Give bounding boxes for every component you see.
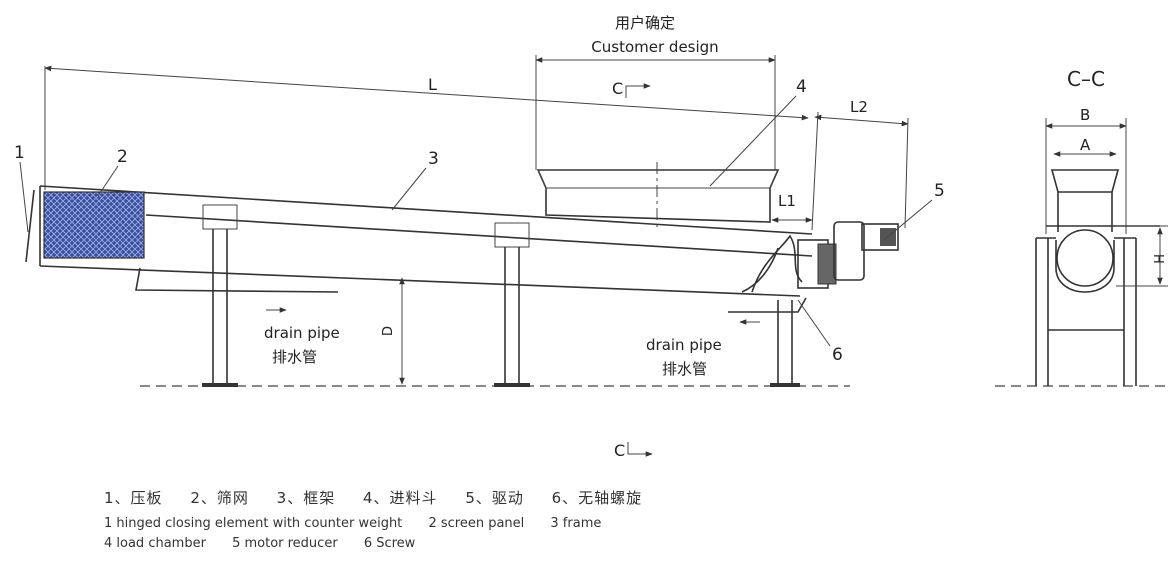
drain-pipe-right bbox=[728, 297, 807, 313]
legend-cn-row: 1、压板 2、筛网 3、框架 4、进料斗 5、驱动 6、无轴螺旋 bbox=[104, 487, 724, 508]
support-foot bbox=[202, 383, 238, 387]
reducer-block bbox=[817, 243, 837, 285]
legend-en-item: 4 load chamber bbox=[104, 536, 206, 551]
screw-flight bbox=[751, 234, 803, 293]
length-dimension-L bbox=[44, 65, 809, 121]
support-foot bbox=[494, 383, 530, 387]
legend-en-item: 3 frame bbox=[550, 516, 602, 531]
drain-left-en: drain pipe bbox=[264, 324, 340, 342]
section-hopper bbox=[1050, 169, 1120, 193]
leader-line bbox=[391, 167, 427, 211]
hopper-edge bbox=[769, 169, 779, 189]
legend-en-item: 2 screen panel bbox=[428, 516, 525, 531]
legend-en-item: 5 motor reducer bbox=[232, 536, 338, 551]
extension-line bbox=[811, 111, 819, 231]
leader-line bbox=[797, 299, 831, 347]
section-trough bbox=[1055, 240, 1115, 293]
section-legs bbox=[1035, 238, 1137, 386]
leader-line bbox=[883, 199, 933, 241]
dim-L2: L2 bbox=[850, 98, 868, 116]
callout-5: 5 bbox=[934, 181, 945, 201]
header-cn: 用户确定 bbox=[615, 14, 675, 32]
motor bbox=[861, 223, 899, 251]
leader-line bbox=[709, 95, 797, 187]
callout-4: 4 bbox=[796, 77, 807, 97]
section-arrow-bottom bbox=[627, 442, 653, 457]
callout-1: 1 bbox=[14, 143, 25, 163]
section-title: C–C bbox=[1067, 67, 1105, 91]
section-mark-top: C bbox=[612, 79, 623, 98]
leader-line bbox=[97, 165, 119, 197]
dim-D: D bbox=[381, 326, 396, 336]
legend-cn-item: 1、压板 bbox=[104, 489, 163, 507]
section-screw-circle bbox=[1056, 229, 1114, 287]
drain-left-cn: 排水管 bbox=[272, 348, 317, 366]
legend-en-row-1: 1 hinged closing element with counter we… bbox=[104, 516, 724, 531]
legend-en-item: 1 hinged closing element with counter we… bbox=[104, 516, 403, 531]
frame-top-edge bbox=[39, 185, 813, 235]
dim-L1: L1 bbox=[778, 192, 796, 210]
callout-3: 3 bbox=[428, 149, 439, 169]
hopper-edge bbox=[537, 169, 547, 189]
dim-B: B bbox=[1080, 106, 1090, 124]
drain-pipe-left bbox=[135, 267, 339, 293]
frame-bottom-edge bbox=[39, 265, 801, 297]
support-bracket bbox=[202, 204, 238, 230]
legend-cn-item: 4、进料斗 bbox=[362, 489, 438, 507]
dim-H: H bbox=[1150, 254, 1165, 264]
parts-legend: 1、压板 2、筛网 3、框架 4、进料斗 5、驱动 6、无轴螺旋 1 hinge… bbox=[104, 487, 724, 556]
extension-line bbox=[904, 117, 909, 229]
section-arrow-top bbox=[625, 83, 651, 98]
legend-cn-item: 2、筛网 bbox=[190, 489, 249, 507]
screw-flight bbox=[741, 247, 779, 293]
length-dimension-L2 bbox=[814, 114, 909, 127]
leader-line bbox=[19, 161, 29, 233]
support-foot bbox=[770, 383, 800, 387]
legend-cn-item: 6、无轴螺旋 bbox=[551, 489, 643, 507]
section-mark-bottom: C bbox=[614, 441, 625, 460]
dim-L: L bbox=[428, 75, 437, 94]
load-chamber bbox=[536, 169, 780, 223]
callout-6: 6 bbox=[832, 345, 843, 365]
callout-2: 2 bbox=[117, 147, 128, 167]
legend-cn-item: 3、框架 bbox=[276, 489, 336, 507]
legend-en-row-2: 4 load chamber 5 motor reducer 6 Screw bbox=[104, 536, 724, 551]
hinged-closing-element bbox=[25, 189, 35, 263]
dim-A: A bbox=[1080, 136, 1091, 154]
legend-en-item: 6 Screw bbox=[363, 536, 416, 551]
header-en: Customer design bbox=[591, 38, 718, 56]
support-bracket bbox=[494, 222, 530, 248]
motor-reducer bbox=[833, 221, 865, 281]
drain-right-cn: 排水管 bbox=[662, 360, 707, 378]
frame-middle-edge bbox=[145, 214, 813, 257]
screen-panel bbox=[43, 191, 145, 259]
legend-cn-item: 5、驱动 bbox=[465, 489, 524, 507]
drain-right-en: drain pipe bbox=[646, 336, 722, 354]
